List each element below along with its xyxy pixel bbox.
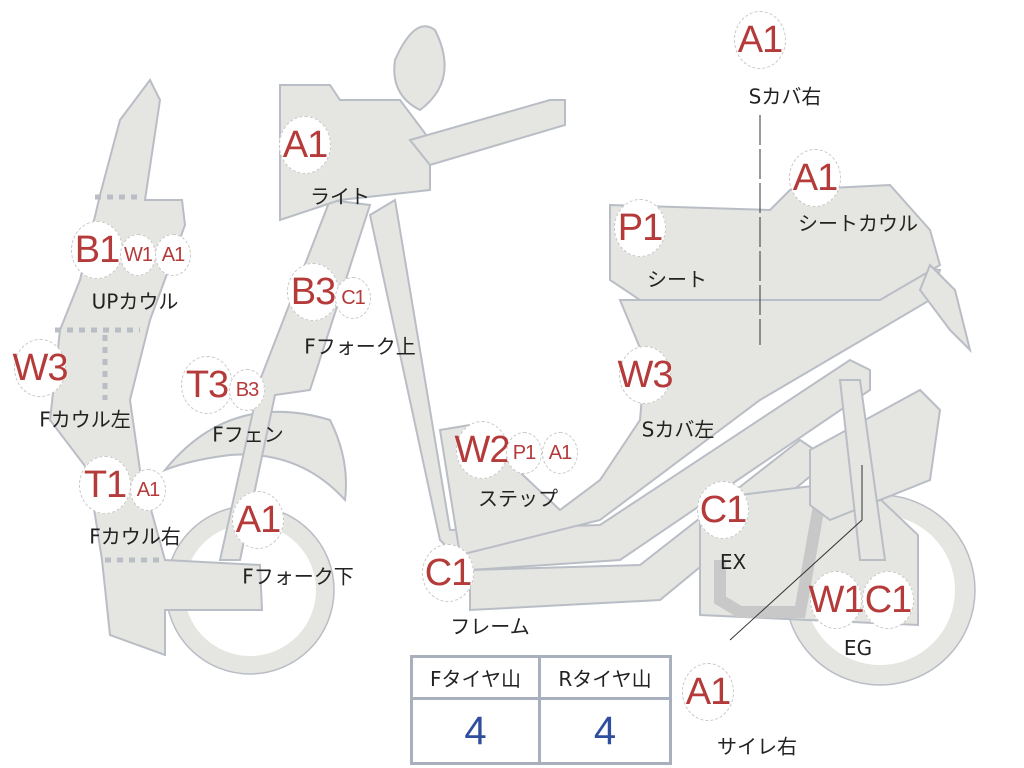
frame-grade-badge: C1 bbox=[422, 544, 474, 602]
f-fork-upper-label: Fフォーク上 bbox=[304, 334, 416, 359]
light-label: ライト bbox=[310, 184, 370, 209]
up-cowl-label: UPカウル bbox=[91, 289, 179, 314]
f-cowl-right-label: Fカウル右 bbox=[89, 524, 181, 549]
step-grade-badge: P1 bbox=[506, 432, 542, 474]
up-cowl-grade-badge: W1 bbox=[120, 234, 156, 276]
light-grade-badge: A1 bbox=[279, 116, 331, 174]
tail bbox=[918, 263, 972, 354]
exhaust-grade-badge: C1 bbox=[697, 481, 749, 539]
f-fork-lower-label: Fフォーク下 bbox=[242, 564, 354, 589]
seat-label: シート bbox=[647, 267, 707, 292]
exhaust-label: EX bbox=[719, 550, 747, 574]
frame-label: フレーム bbox=[450, 614, 530, 639]
rear-tire-value: 4 bbox=[593, 708, 617, 753]
f-cowl-left-grade-badge: W3 bbox=[13, 339, 69, 397]
seat bbox=[609, 183, 942, 301]
silencer bbox=[809, 388, 942, 522]
front-tire-value: 4 bbox=[413, 700, 541, 762]
s-cover-left-grade-badge: W3 bbox=[618, 346, 674, 404]
f-fender-grade-badge: B3 bbox=[229, 369, 265, 411]
tire-tread-table: Fタイヤ山 Rタイヤ山 4 4 bbox=[410, 655, 672, 765]
rear-tire-header: Rタイヤ山 bbox=[541, 658, 669, 700]
engine-label: EG bbox=[843, 636, 873, 660]
step-grade-badge: A1 bbox=[542, 432, 578, 474]
s-cover-left-label: Sカバ左 bbox=[641, 417, 715, 442]
front-fender bbox=[161, 410, 347, 503]
f-cowl-left-label: Fカウル左 bbox=[39, 407, 131, 432]
f-cowl-right-grade-badge: A1 bbox=[130, 469, 166, 511]
s-cover-right-grade-badge: A1 bbox=[734, 11, 786, 69]
f-fork-upper-grade-badge: C1 bbox=[335, 277, 371, 319]
silencer-right-grade-badge: A1 bbox=[682, 663, 734, 721]
front-tire-header: Fタイヤ山 bbox=[413, 658, 541, 700]
f-cowl-right-grade-badge: T1 bbox=[79, 456, 131, 514]
seat-cowl-grade-badge: A1 bbox=[789, 149, 841, 207]
mirror bbox=[393, 25, 446, 112]
f-fork-upper-grade-badge: B3 bbox=[287, 263, 339, 321]
seat-grade-badge: P1 bbox=[614, 199, 666, 257]
up-cowl-grade-badge: A1 bbox=[155, 234, 191, 276]
f-fork-lower-grade-badge: A1 bbox=[232, 491, 284, 549]
engine-grade-badge: C1 bbox=[862, 571, 914, 629]
step-label: ステップ bbox=[478, 486, 558, 511]
exhaust bbox=[714, 498, 826, 618]
handlebar bbox=[408, 99, 566, 167]
f-fender-grade-badge: T3 bbox=[181, 356, 233, 414]
up-cowl-grade-badge: B1 bbox=[71, 221, 123, 279]
engine-grade-badge: W1 bbox=[809, 571, 865, 629]
front-cowl bbox=[48, 78, 264, 657]
seat-cowl-label: シートカウル bbox=[798, 211, 918, 236]
s-cover-right-label: Sカバ右 bbox=[748, 84, 822, 109]
silencer-right-label: サイレ右 bbox=[717, 734, 797, 759]
f-fender-label: Fフェン bbox=[212, 422, 284, 447]
step-grade-badge: W2 bbox=[455, 421, 511, 479]
